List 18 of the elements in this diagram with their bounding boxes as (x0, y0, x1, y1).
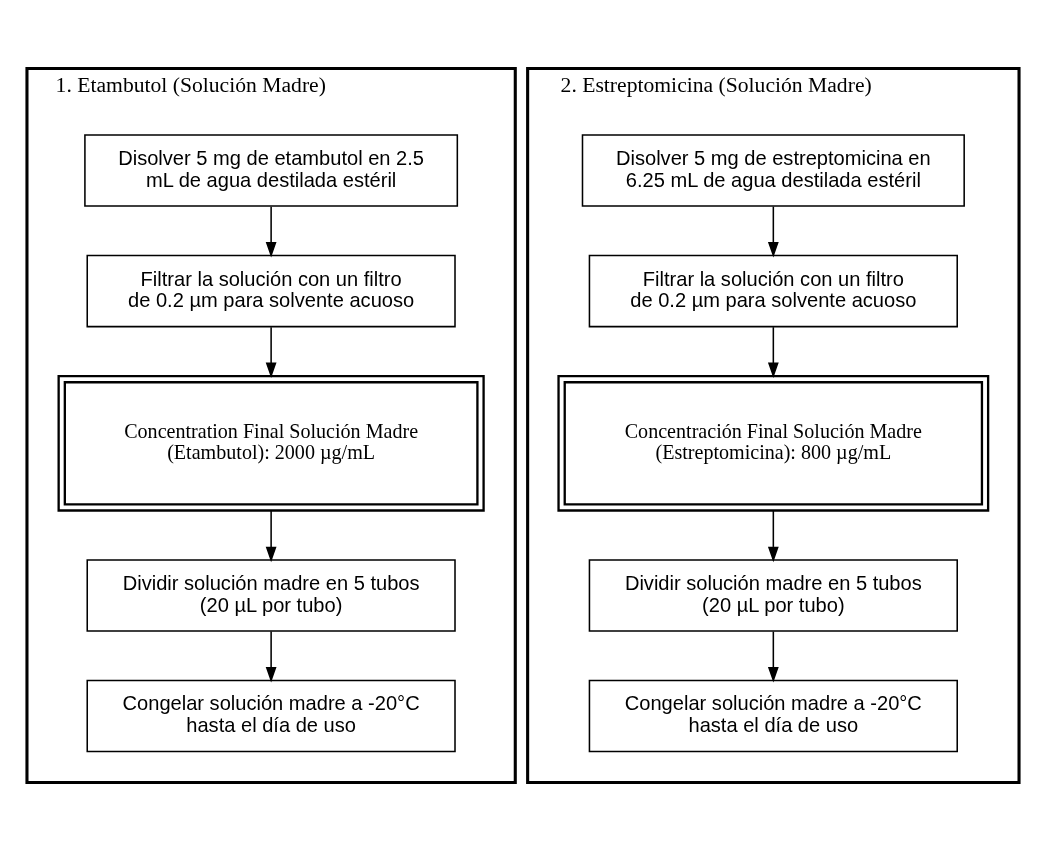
arrow (767, 205, 779, 258)
arrow (265, 630, 277, 683)
node-box: Filtrar la solución con un filtro de 0.2 µm para solvente acuoso (86, 254, 456, 328)
node-box: Concentration Final Solución Madre (Etambutol): 2000 µg/mL (57, 374, 485, 512)
node-box: Disolver 5 mg de estreptomicina en 6.25 mL de agua destilada estéril (581, 134, 965, 207)
node-box: Concentración Final Solución Madre (Estreptomicina): 800 µg/mL (557, 374, 990, 512)
arrow (265, 326, 277, 378)
node-box: Dividir solución madre en 5 tubos (20 µL por tubo) (588, 559, 958, 632)
arrow (265, 509, 277, 563)
node-box: Filtrar la solución con un filtro de 0.2 µm para solvente acuoso (588, 254, 958, 328)
arrow (767, 630, 779, 683)
node-box: Disolver 5 mg de etambutol en 2.5 mL de agua destilada estéril (84, 134, 459, 207)
node-box: Dividir solución madre en 5 tubos (20 µL por tubo) (86, 559, 456, 632)
arrow (265, 205, 277, 258)
arrow (767, 509, 779, 563)
node-box: Congelar solución madre a -20°C hasta el día de uso (588, 679, 958, 753)
node-box: Congelar solución madre a -20°C hasta el día de uso (86, 679, 456, 753)
arrow (767, 326, 779, 378)
